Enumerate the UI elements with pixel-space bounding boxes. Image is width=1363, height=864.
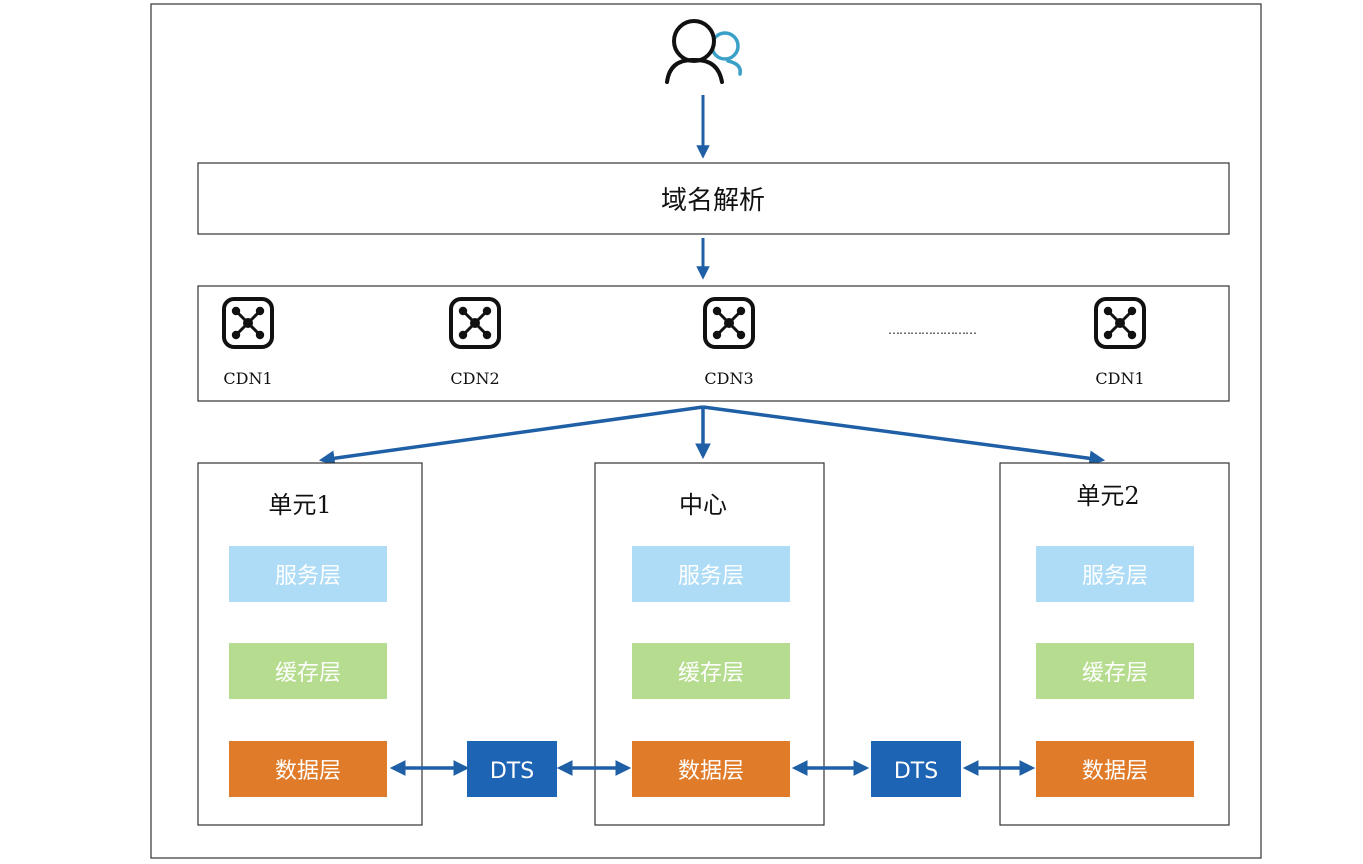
unit-title: 单元2 xyxy=(1076,482,1139,510)
cdn-node-label: CDN1 xyxy=(223,369,272,388)
layer-label: 服务层 xyxy=(1082,564,1148,589)
cache-layer: 缓存层 xyxy=(632,643,790,699)
cdn-node: CDN3 xyxy=(703,297,755,388)
unit-title: 单元1 xyxy=(268,491,331,519)
network-hub-icon xyxy=(703,297,755,349)
user-group-icon xyxy=(665,19,742,84)
layer-label: 缓存层 xyxy=(1082,661,1148,686)
dts-label: DTS xyxy=(894,759,938,784)
layer-label: 服务层 xyxy=(275,564,341,589)
dts-label: DTS xyxy=(490,759,534,784)
network-hub-icon xyxy=(222,297,274,349)
arrow-cdn-to-unit2 xyxy=(702,405,1106,467)
cache-layer: 缓存层 xyxy=(229,643,387,699)
layer-label: 缓存层 xyxy=(678,661,744,686)
dts-links: DTS DTS xyxy=(389,741,1036,797)
service-layer: 服务层 xyxy=(632,546,790,602)
service-layer: 服务层 xyxy=(229,546,387,602)
dts-box: DTS xyxy=(871,741,961,797)
layer-label: 数据层 xyxy=(678,759,744,784)
service-layer: 服务层 xyxy=(1036,546,1194,602)
dns-resolution-box: 域名解析 xyxy=(197,162,1230,235)
cdn-node-label: CDN3 xyxy=(704,369,753,388)
dns-label: 域名解析 xyxy=(661,186,765,216)
cdn-node: CDN1 xyxy=(222,297,274,388)
arrow-cdn-to-unit1 xyxy=(318,405,704,467)
layer-label: 数据层 xyxy=(1082,759,1148,784)
cdn-node: CDN1 xyxy=(1094,297,1146,388)
dts-box: DTS xyxy=(467,741,557,797)
layer-label: 数据层 xyxy=(275,759,341,784)
cdn-ellipsis: …………………… xyxy=(888,323,976,337)
data-layer: 数据层 xyxy=(1036,741,1194,797)
cache-layer: 缓存层 xyxy=(1036,643,1194,699)
data-layer: 数据层 xyxy=(632,741,790,797)
network-hub-icon xyxy=(449,297,501,349)
cdn-node-label: CDN1 xyxy=(1095,369,1144,388)
cdn-node-label: CDN2 xyxy=(450,369,499,388)
layer-label: 服务层 xyxy=(678,564,744,589)
layer-label: 缓存层 xyxy=(275,661,341,686)
network-hub-icon xyxy=(1094,297,1146,349)
cdn-node-list: CDN1 CDN2 CDN3 CDN1 xyxy=(222,297,1146,388)
cdn-node: CDN2 xyxy=(449,297,501,388)
unit-title: 中心 xyxy=(679,491,727,519)
data-layer: 数据层 xyxy=(229,741,387,797)
